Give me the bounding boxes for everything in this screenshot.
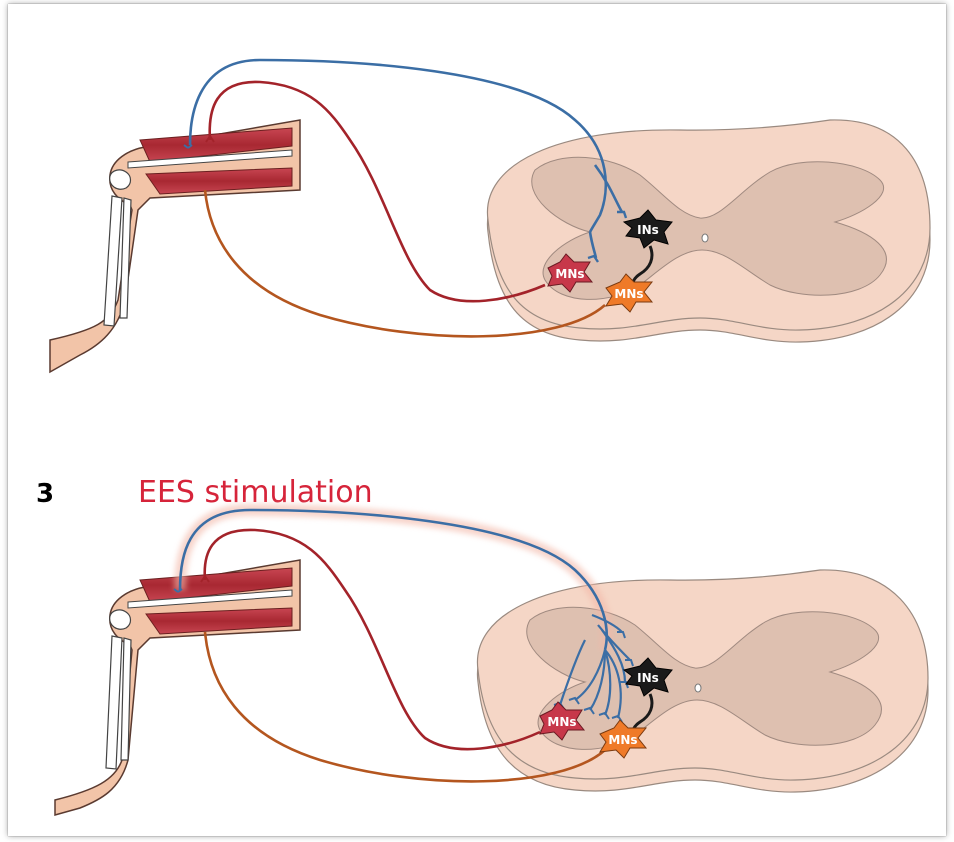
panel-b: 3 EES stimulation (36, 475, 928, 815)
knee-joint-b (110, 610, 131, 629)
ins-label-b: INs (637, 671, 659, 685)
spinal-cord-a (487, 120, 930, 342)
mns-red-label-b: MNs (547, 715, 576, 729)
mns-orange-label-b: MNs (608, 733, 637, 747)
fibula-bone (120, 198, 131, 318)
knee-joint (110, 170, 131, 189)
panel-b-letter: 3 (36, 479, 54, 509)
panel-a: INs MNs MNs (50, 60, 930, 372)
spinal-cord-b (477, 570, 928, 792)
leg-b (55, 560, 300, 815)
mns-orange-label-a: MNs (614, 287, 643, 301)
ins-label-a: INs (637, 223, 659, 237)
central-canal (702, 234, 708, 242)
mns-red-label-a: MNs (555, 267, 584, 281)
leg-a (50, 120, 300, 372)
tibia-bone-b (106, 636, 122, 769)
central-canal-b (695, 684, 701, 692)
